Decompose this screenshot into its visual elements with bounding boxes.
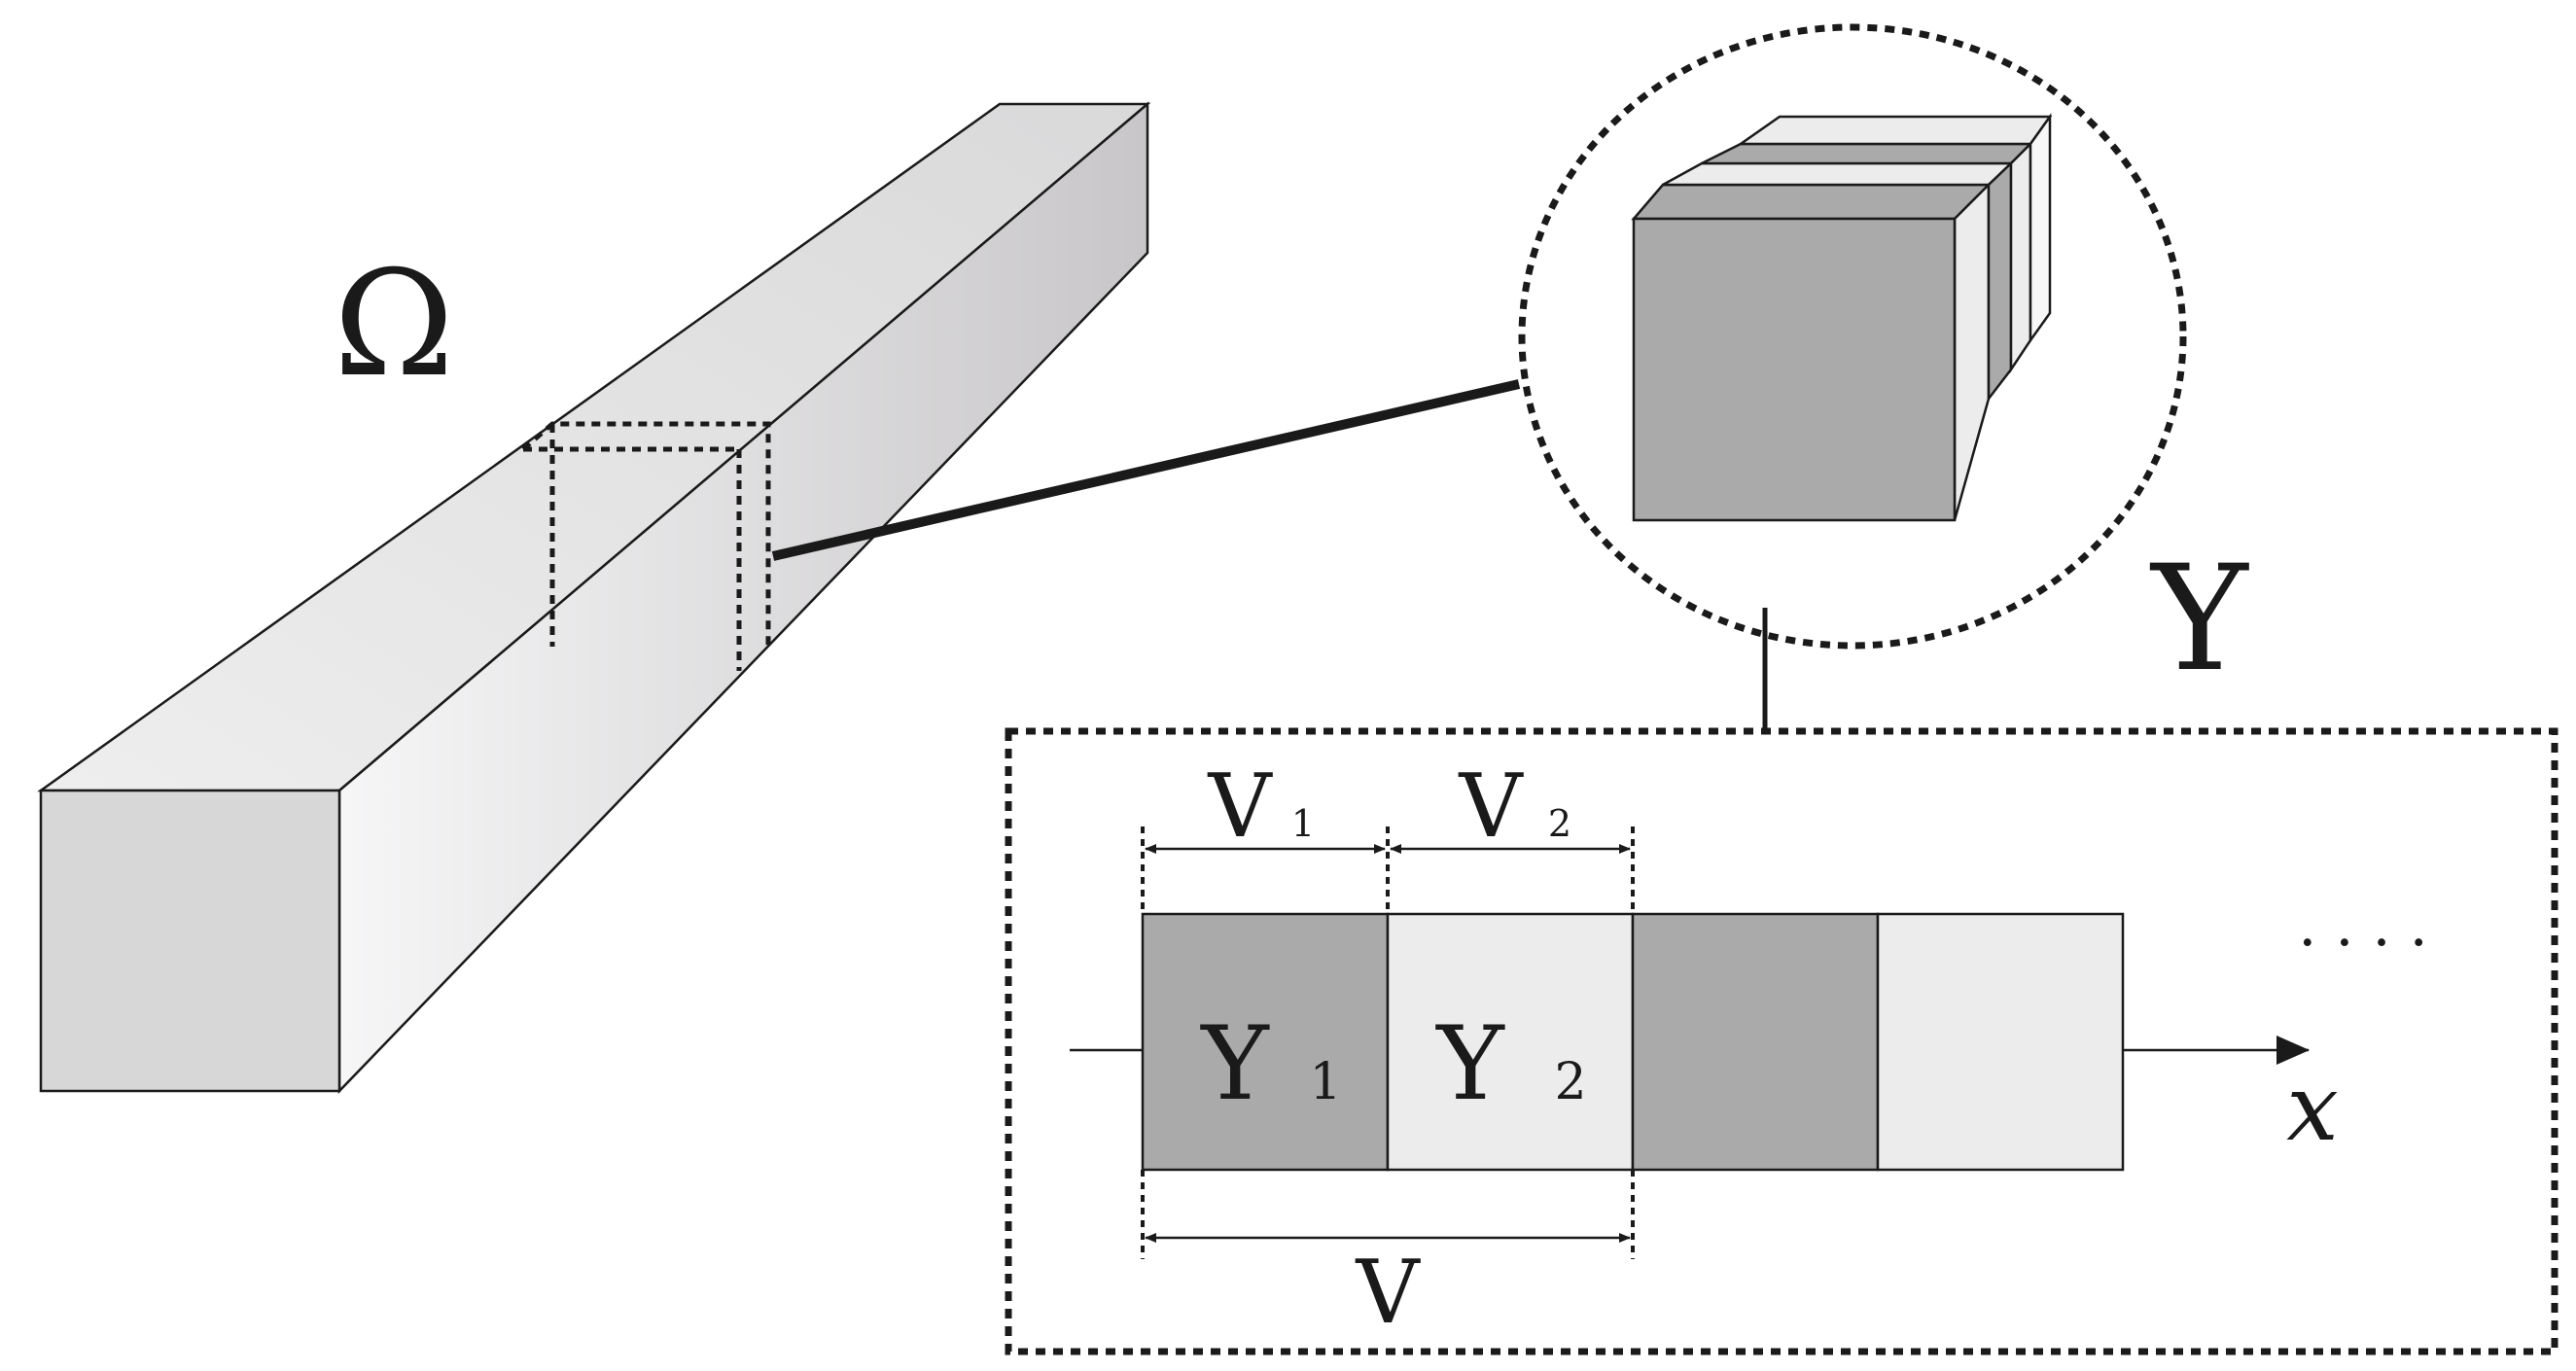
v2-label: V 2 [1459,756,1572,858]
repeat-ellipsis: . . . . [2298,892,2428,960]
v2-main: V [1459,756,1525,858]
omega-label: Ω [334,240,454,409]
zoom-circle [1518,23,2187,650]
layer-y1 [1141,912,1390,1172]
y2-main: Y [1434,1004,1505,1123]
v2-subscript: 2 [1548,802,1571,845]
layer-strip [1141,912,2125,1172]
dimension-extension-lines [1141,826,1635,1259]
layer-y2 [1386,912,1635,1172]
v1-label: V 1 [1208,756,1316,858]
beam-front-face [39,789,341,1093]
layer-dark-repeat [1631,912,1880,1172]
x-axis-label: x [2286,1055,2339,1162]
beam-slice-outline [521,421,771,671]
y1-subscript: 1 [1309,1053,1341,1111]
beam-domain [37,101,1521,1095]
y1-main: Y [1199,1004,1270,1123]
unit-cell-front-face [1632,217,1957,522]
v1-subscript: 1 [1291,802,1315,845]
detail-box [1005,727,2558,1355]
unit-cell-zoom [1518,23,2187,650]
y2-label: Y 2 [1434,1004,1586,1123]
v-total-label: V [1356,1242,1422,1344]
zoom-leader-line [771,379,1521,561]
y2-subscript: 2 [1554,1053,1586,1111]
y1-label: Y 1 [1199,1004,1341,1123]
unit-cell-y-label: Y [2149,535,2249,704]
v1-main: V [1208,756,1274,858]
layer-light-repeat [1876,912,2125,1172]
